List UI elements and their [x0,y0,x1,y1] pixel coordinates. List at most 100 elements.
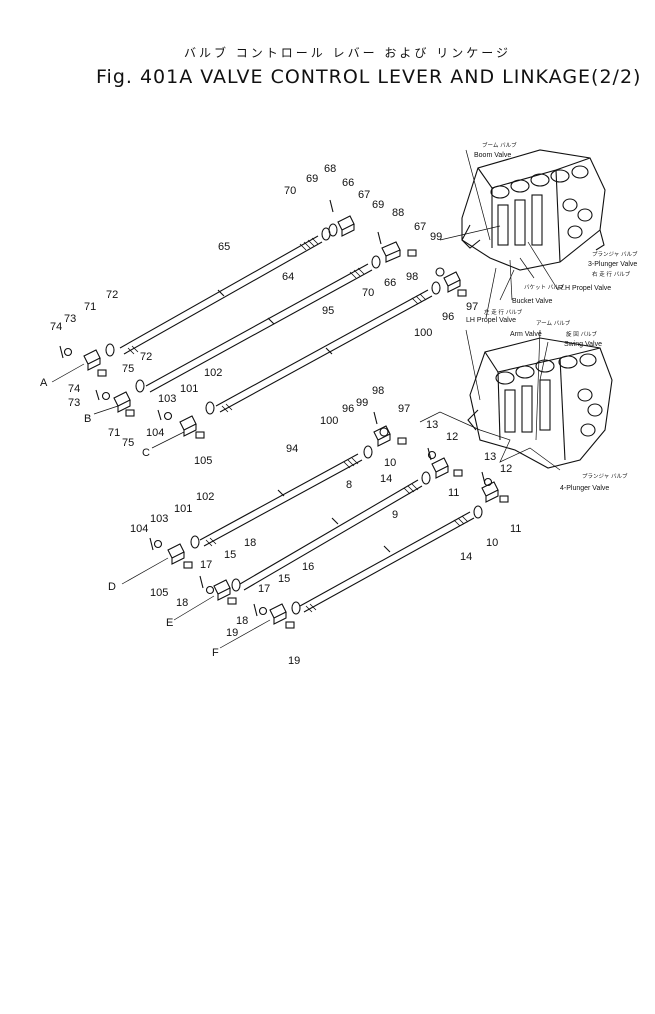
part-label: 96 [342,403,354,415]
part-label: 73 [68,397,80,409]
part-label: 99 [356,397,368,409]
clevises [83,215,499,625]
part-label: 64 [282,271,294,283]
part-label: 98 [372,385,384,397]
bucket-valve-label: Bucket Valve [512,298,552,305]
part-label: 101 [180,383,198,395]
lower-control-valve [467,337,613,469]
part-label: 9 [392,509,398,521]
boom-valve-label: Boom Valve [474,152,511,159]
nuts-and-washers [63,223,493,616]
arm-valve-label: Arm Valve [510,331,542,338]
upper-control-valve [461,149,606,271]
part-label: 100 [320,415,338,427]
plunger3-valve-label-jp: プランジャ バルブ [592,250,638,258]
part-label: 16 [302,561,314,573]
connection-label-b: B [84,413,91,425]
plunger3-valve-label: 3-Plunger Valve [588,261,637,268]
pins [97,249,509,629]
part-label: 70 [362,287,374,299]
part-label: 74 [68,383,80,395]
part-label: 73 [64,313,76,325]
part-label: 105 [150,587,168,599]
part-label: 95 [322,305,334,317]
part-label: 11 [510,523,521,535]
part-label: 12 [446,431,458,443]
part-label: 12 [500,463,512,475]
part-label: 103 [158,393,176,405]
figure-title-japanese: バルブ コントロール レバー および リンケージ [183,46,512,60]
part-label: 8 [346,479,352,491]
part-label: 10 [384,457,396,469]
bucket-valve-label-jp: バケット バルブ [524,283,565,291]
part-label: 67 [414,221,426,233]
swing-valve-label: Swing Valve [564,341,602,348]
part-label: 72 [106,289,118,301]
connection-label-d: D [108,581,116,593]
arm-valve-label-jp: アーム バルブ [536,319,571,327]
connection-label-e: E [166,617,173,629]
part-label: 19 [226,627,238,639]
part-label: 96 [442,311,454,323]
part-label: 104 [146,427,164,439]
part-label: 104 [130,523,148,535]
connection-label-f: F [212,647,219,659]
part-label: 17 [258,583,270,595]
figure-title: Fig. 401A VALVE CONTROL LEVER AND LINKAG… [96,66,642,88]
plunger4-valve-label: 4-Plunger Valve [560,485,609,492]
linkage-rods [119,235,475,613]
part-label: 65 [218,241,230,253]
rh-propel-valve-label-jp: 右 走 行 バルブ [592,270,631,278]
part-label: 14 [380,473,392,485]
connection-label-c: C [142,447,150,459]
part-label: 105 [194,455,212,467]
part-label: 10 [486,537,498,549]
part-label: 101 [174,503,192,515]
lh-propel-valve-label: LH Propel Valve [466,317,516,324]
part-label: 13 [426,419,438,431]
part-label: 18 [236,615,248,627]
part-label: 14 [460,551,472,563]
part-label: 70 [284,185,296,197]
swing-valve-label-jp: 旋 回 バルブ [566,330,597,338]
part-label: 71 [84,301,96,313]
plunger4-valve-label-jp: プランジャ バルブ [582,472,628,480]
part-label: 88 [392,207,404,219]
part-label: 94 [286,443,298,455]
thread-marks [127,237,469,613]
part-label: 17 [200,559,212,571]
part-label: 103 [150,513,168,525]
part-label: 102 [204,367,222,379]
rod-break-marks [217,289,391,553]
part-label: 68 [324,163,336,175]
connection-label-a: A [40,377,48,389]
part-label: 102 [196,491,214,503]
part-label: 75 [122,437,134,449]
part-label: 98 [406,271,418,283]
part-label: 18 [176,597,188,609]
part-label: 11 [448,487,459,499]
part-label: 69 [306,173,318,185]
part-label: 99 [430,231,442,243]
part-label: 66 [342,177,354,189]
boom-valve-label-jp: ブーム バルブ [482,141,517,149]
part-label: 97 [398,403,410,415]
part-label: 18 [244,537,256,549]
part-label: 15 [278,573,290,585]
part-label: 67 [358,189,370,201]
part-label: 71 [108,427,120,439]
part-label: 75 [122,363,134,375]
valve-labels: ブーム バルブ Boom Valve プランジャ バルブ 3-Plunger V… [466,141,638,492]
part-number-labels: 68 69 66 70 67 69 88 67 99 65 98 66 70 9… [40,163,521,667]
part-label: 15 [224,549,236,561]
leader-lines [51,149,561,649]
part-label: 13 [484,451,496,463]
part-label: 66 [384,277,396,289]
rh-propel-valve-label: R.H Propel Valve [558,285,611,292]
part-label: 19 [288,655,300,667]
part-label: 74 [50,321,62,333]
part-label: 69 [372,199,384,211]
part-label: 100 [414,327,432,339]
